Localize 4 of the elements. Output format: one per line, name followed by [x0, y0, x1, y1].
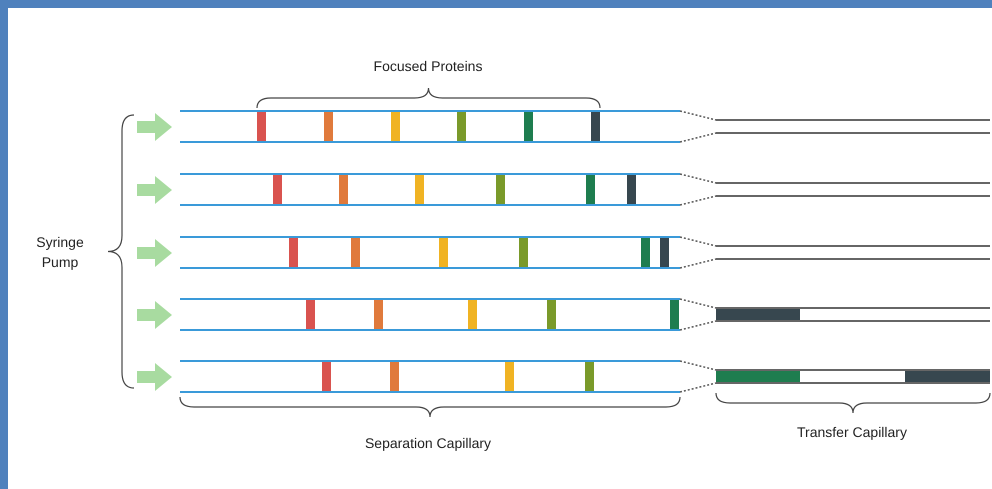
part-label: Focused Proteins — [372, 57, 484, 76]
part-label: Transfer Capillary — [796, 423, 908, 442]
part-label: Syringe Pump — [35, 233, 85, 272]
part-label: Separation Capillary — [364, 434, 492, 453]
